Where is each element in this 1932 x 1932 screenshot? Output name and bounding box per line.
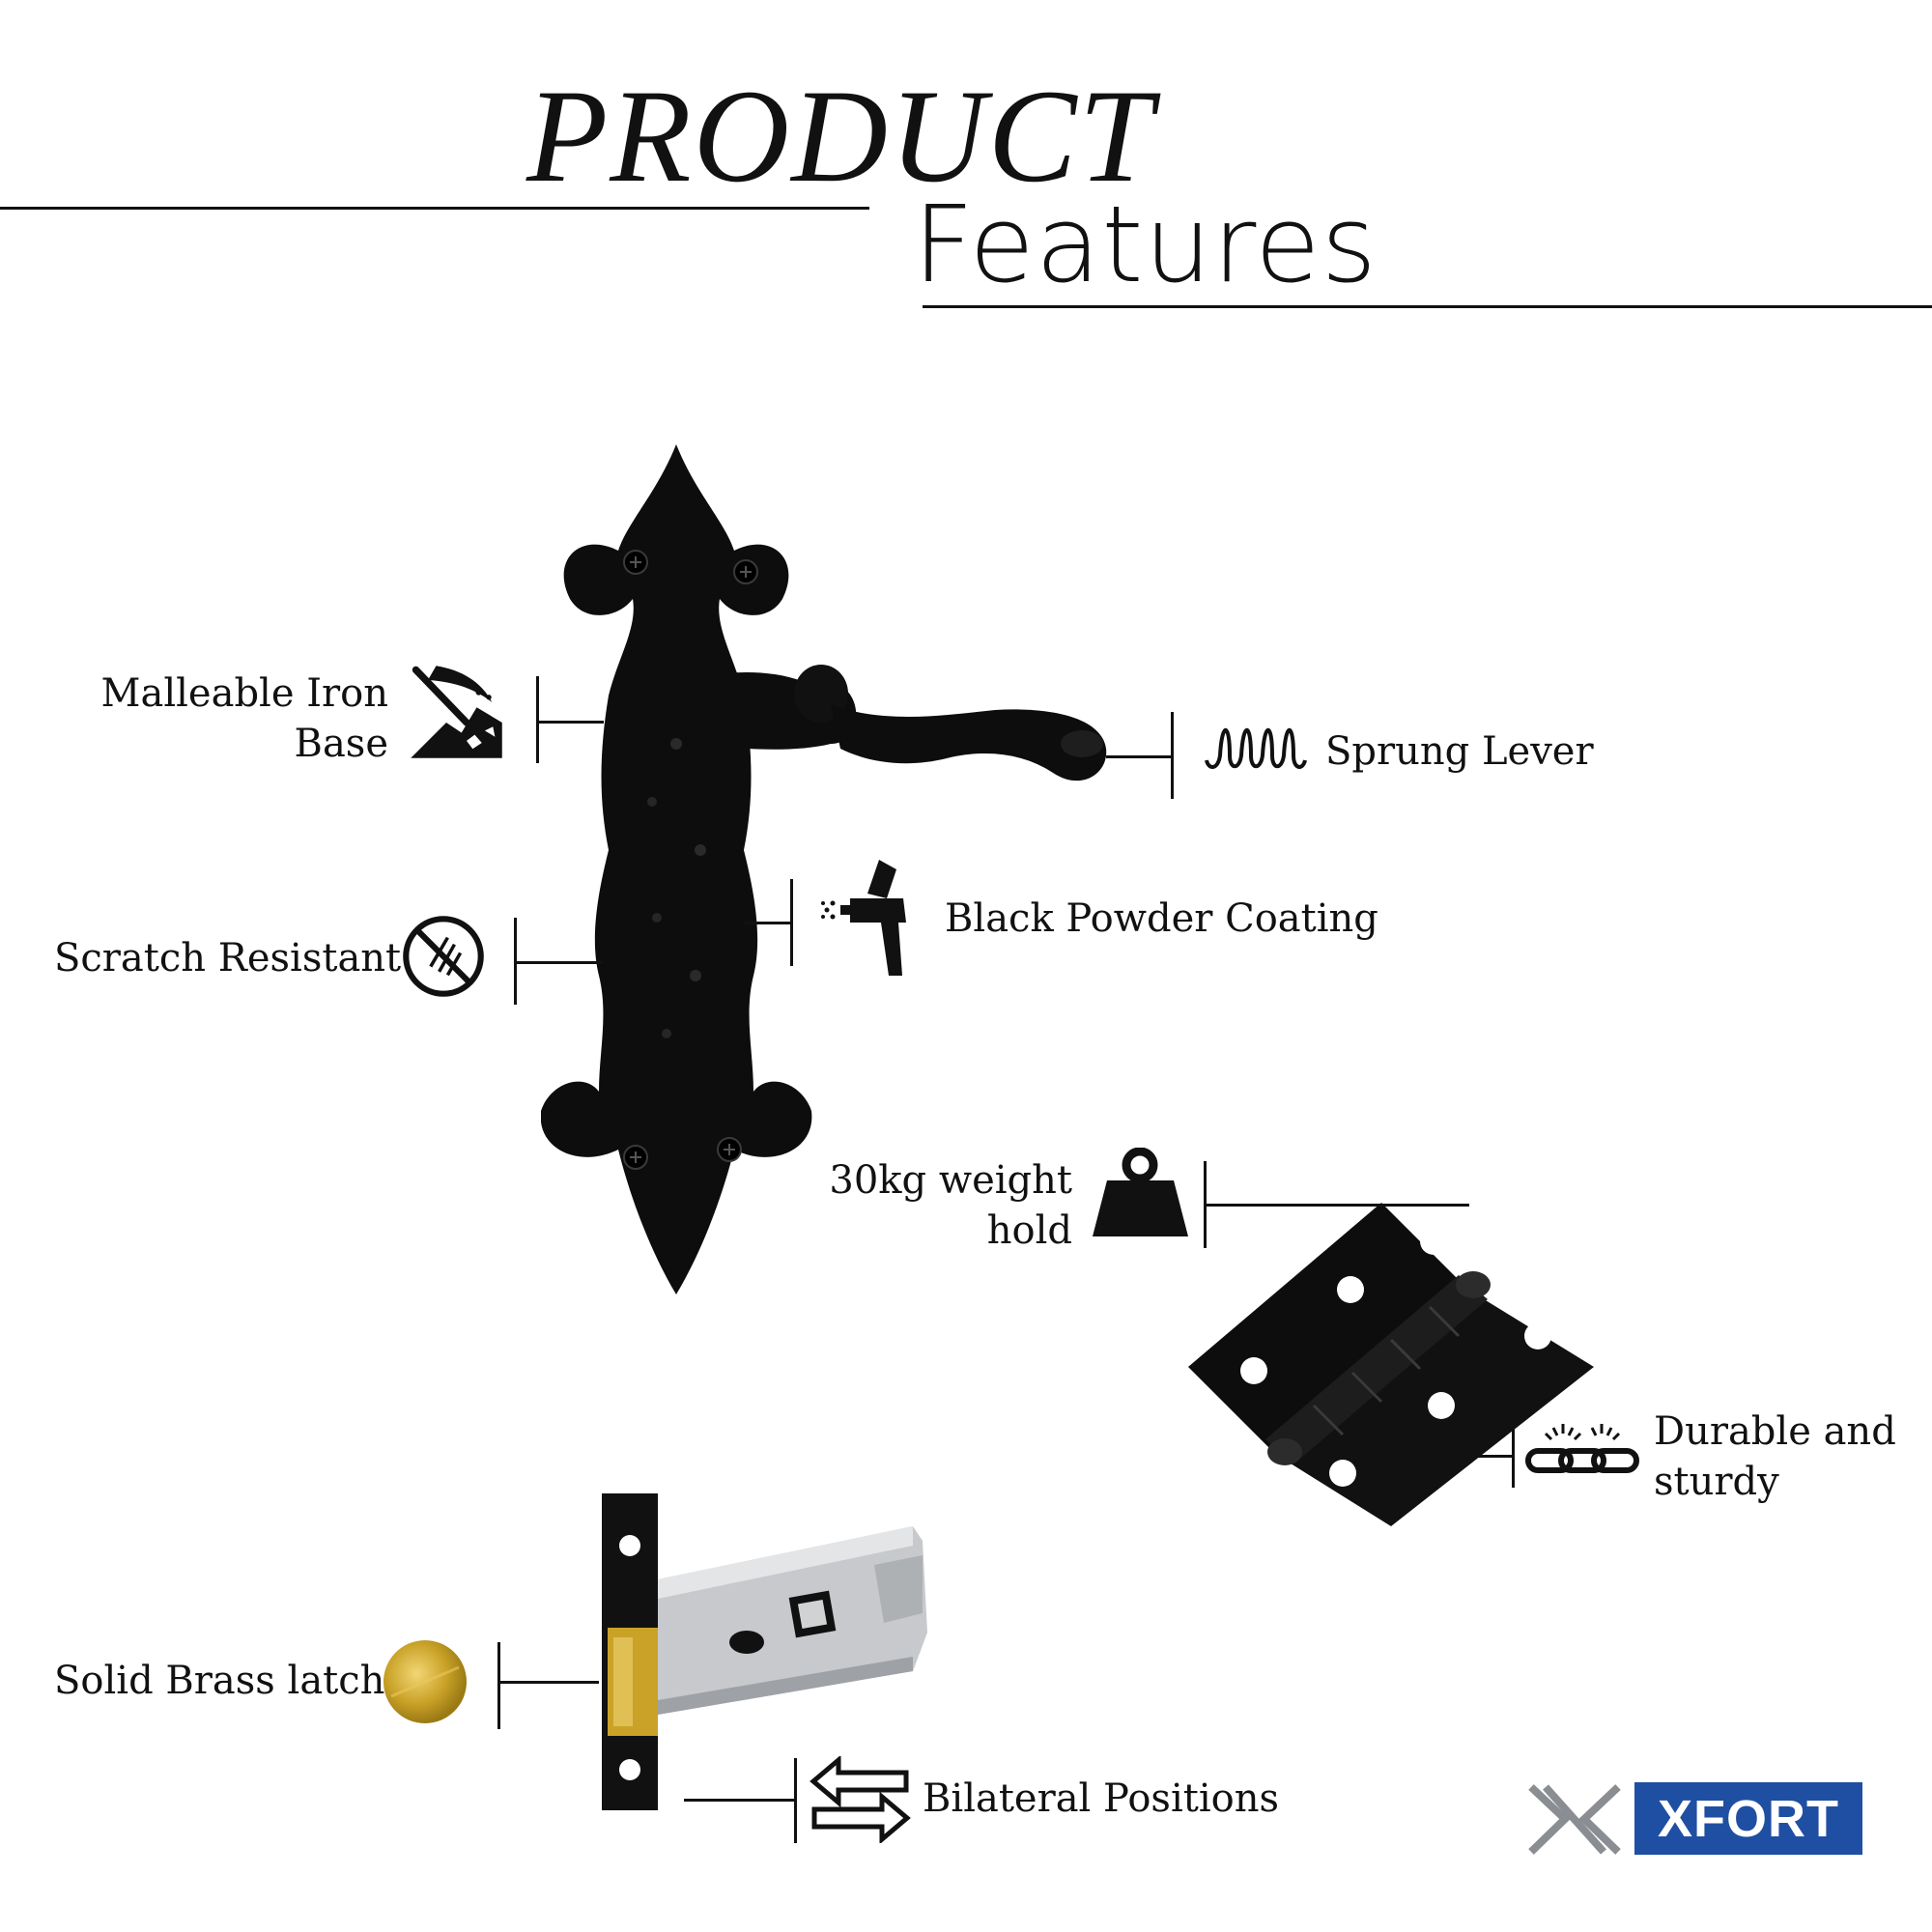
connector-sprung-vertical: [1171, 712, 1174, 799]
connector-durable-horizontal: [1410, 1455, 1515, 1458]
brass-disc-icon: [384, 1640, 467, 1723]
connector-bilateral-horizontal: [684, 1799, 797, 1802]
connector-sprung-horizontal: [1106, 755, 1174, 758]
connector-bilateral-vertical: [794, 1758, 797, 1843]
feature-brass-latch-label: Solid Brass latch: [54, 1659, 385, 1703]
tubular-latch-image: [602, 1493, 927, 1810]
feature-weight-hold-label: 30kg weight hold: [829, 1158, 1072, 1253]
connector-powder-horizontal: [744, 922, 792, 924]
title-features: Features: [913, 183, 1378, 306]
feature-sprung-lever-label: Sprung Lever: [1325, 729, 1594, 774]
header-rule-left: [0, 207, 869, 210]
no-scratch-icon: [403, 916, 484, 997]
spray-gun-icon: [821, 860, 906, 976]
header-rule-right: [923, 305, 1932, 308]
connector-malleable-vertical: [536, 676, 539, 763]
spring-coil-icon: [1205, 728, 1307, 769]
chain-link-icon: [1525, 1424, 1639, 1473]
feature-black-powder-label: Black Powder Coating: [945, 896, 1378, 941]
brand-name: XFORT: [1658, 1789, 1839, 1848]
connector-brass-horizontal: [497, 1681, 599, 1684]
connector-malleable-horizontal: [536, 721, 604, 724]
connector-brass-vertical: [497, 1642, 500, 1729]
feature-durable-label: Durable and sturdy: [1654, 1409, 1896, 1504]
hinge-image: [1188, 1203, 1594, 1526]
brand-logo: XFORT: [1634, 1782, 1862, 1855]
weight-icon: [1093, 1148, 1188, 1236]
feature-scratch-resistant-label: Scratch Resistant: [54, 936, 402, 980]
bidirectional-arrows-icon: [810, 1756, 911, 1843]
xfort-logo-mark-icon: [1528, 1784, 1621, 1855]
title-product: PRODUCT: [526, 62, 1155, 210]
door-handle-image: [541, 444, 1107, 1294]
connector-scratch-horizontal: [514, 961, 603, 964]
connector-durable-vertical: [1512, 1412, 1515, 1488]
connector-weight-horizontal: [1204, 1204, 1469, 1207]
feature-malleable-iron-label: Malleable Iron Base: [100, 671, 388, 766]
feature-bilateral-label: Bilateral Positions: [923, 1776, 1279, 1821]
pickaxe-rock-icon: [411, 666, 502, 758]
connector-powder-vertical: [790, 879, 793, 966]
